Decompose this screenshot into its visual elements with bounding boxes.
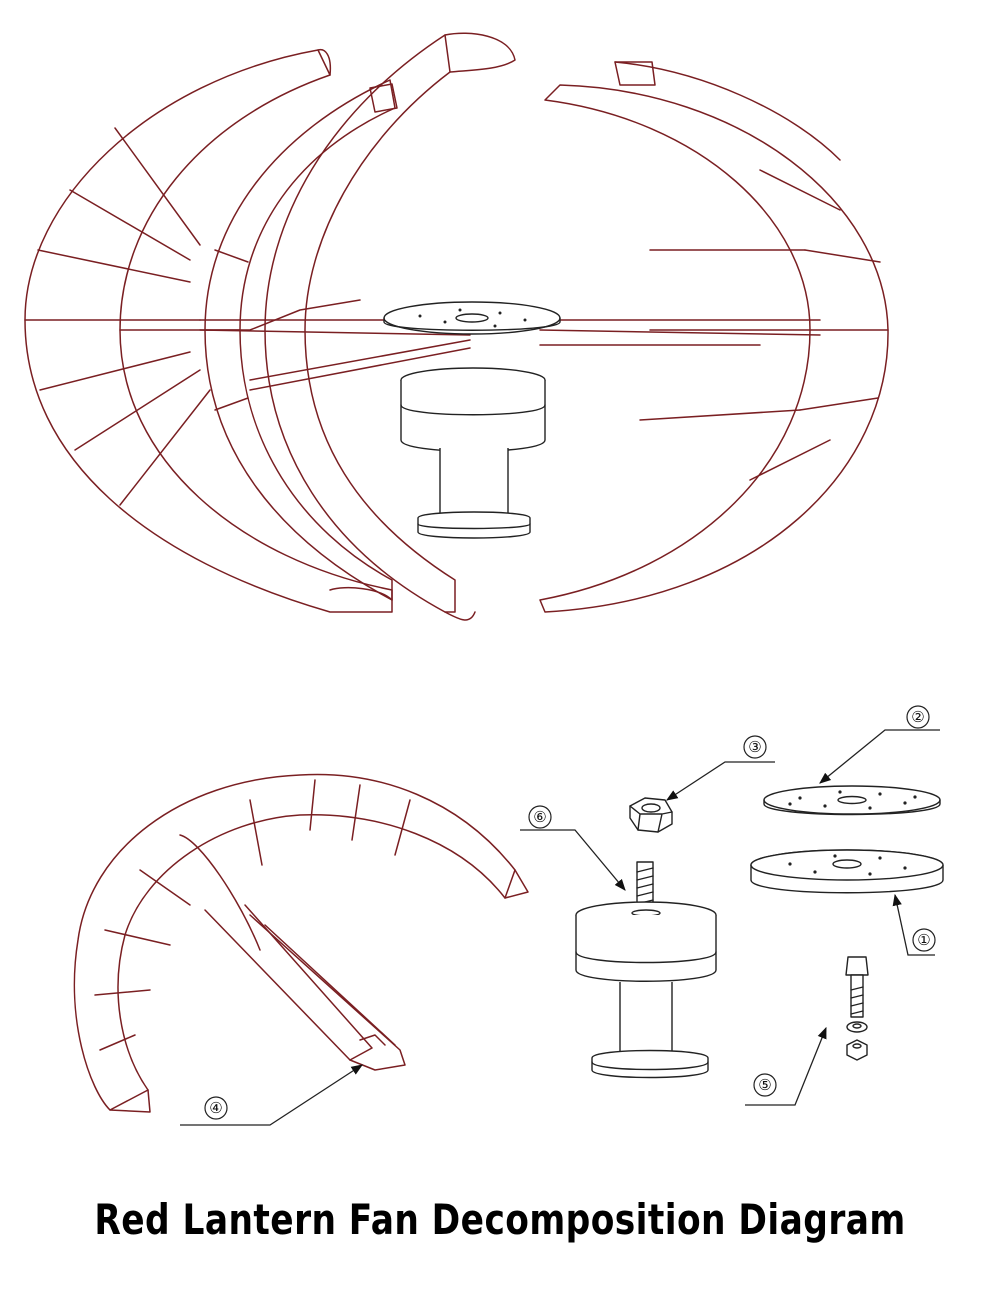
callout-3-label: ③ xyxy=(748,738,761,756)
callout-6-label: ⑥ xyxy=(533,808,546,826)
callout-1-label: ① xyxy=(917,931,930,949)
callout-1: ① xyxy=(892,893,936,956)
callout-4-label: ④ xyxy=(209,1099,222,1117)
callout-6: ⑥ xyxy=(520,805,626,891)
callout-5: ⑤ xyxy=(745,1026,827,1106)
assembled-generator xyxy=(400,367,546,539)
part-5-bolt-set xyxy=(845,956,869,1061)
part-4-blade xyxy=(73,773,529,1113)
part-3-nut xyxy=(629,797,673,833)
part-1-bottom-disc xyxy=(750,849,944,894)
assembled-top-disc xyxy=(383,301,561,335)
part-6-generator xyxy=(575,861,717,1079)
callout-5-label: ⑤ xyxy=(758,1076,771,1094)
blade-left-inner xyxy=(204,79,398,601)
diagram-caption: Red Lantern Fan Decomposition Diagram xyxy=(94,1195,906,1244)
callout-3: ③ xyxy=(666,735,775,801)
callout-2-label: ② xyxy=(911,708,924,726)
assembled-lantern xyxy=(24,32,889,621)
decomposition-diagram: ① ② ③ ④ ⑤ ⑥ xyxy=(24,32,944,1126)
callout-4: ④ xyxy=(180,1064,363,1126)
part-2-top-disc xyxy=(763,785,941,816)
blade-left-outer xyxy=(24,48,393,613)
blade-front-left xyxy=(264,32,516,621)
callout-2: ② xyxy=(819,705,940,784)
blade-right xyxy=(539,61,889,613)
